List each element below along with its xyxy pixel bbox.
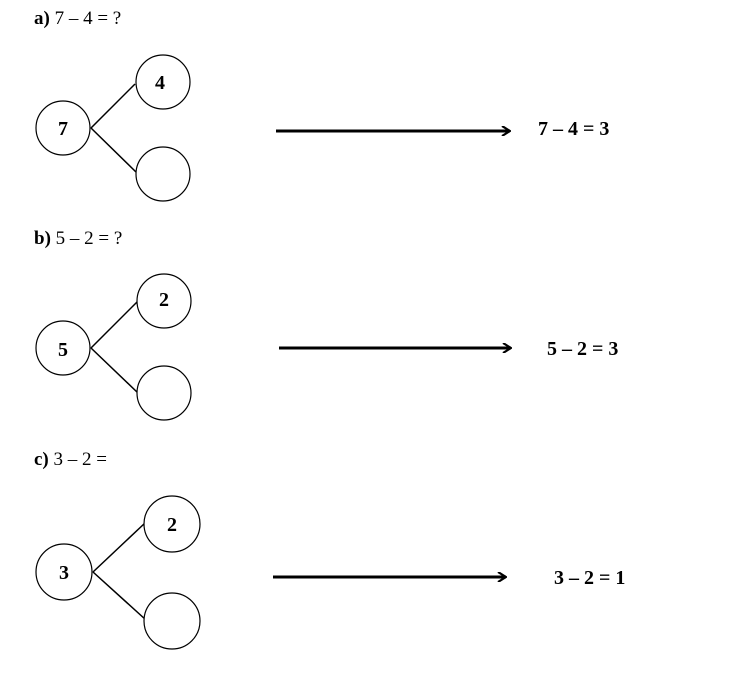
- bond-c-known-part-circle: [143, 495, 201, 553]
- bond-b-whole-value: 5: [58, 339, 68, 361]
- answer-b: 5 – 2 = 3: [547, 338, 619, 360]
- bond-b-whole-circle: [35, 320, 91, 376]
- problem-a-question: 7 – 4 = ?: [54, 8, 122, 29]
- bond-a-known-part-circle: [135, 54, 191, 110]
- number-bond-b: 5 2: [35, 273, 511, 421]
- problem-c-letter: c): [34, 449, 49, 470]
- bond-c-whole-value: 3: [59, 562, 69, 584]
- bond-c-whole-circle: [35, 543, 93, 601]
- bond-b-known-part-circle: [136, 273, 192, 329]
- problem-c-label: c) 3 – 2 =: [34, 449, 107, 471]
- bond-a-unknown-part-circle: [135, 146, 191, 202]
- problem-b-question: 5 – 2 = ?: [55, 228, 123, 249]
- number-bond-c: 3 2: [35, 495, 506, 650]
- bond-a-branch-top: [90, 83, 136, 129]
- problem-c-question: 3 – 2 =: [53, 449, 107, 470]
- bond-c-unknown-part-circle: [143, 592, 201, 650]
- bond-c-branch-top: [92, 522, 146, 573]
- problem-a-label: a) 7 – 4 = ?: [34, 8, 121, 30]
- answer-a: 7 – 4 = 3: [538, 118, 610, 140]
- bond-b-branch-top: [90, 301, 138, 349]
- bond-b-unknown-part-circle: [136, 365, 192, 421]
- bond-a-whole-value: 7: [58, 118, 68, 140]
- number-bond-a: 7 4: [35, 54, 510, 202]
- answer-c: 3 – 2 = 1: [554, 567, 626, 589]
- problem-a-letter: a): [34, 8, 50, 29]
- bond-c-known-part-value: 2: [167, 514, 177, 536]
- bond-b-branch-bottom: [90, 347, 139, 394]
- bond-a-known-part-value: 4: [155, 72, 165, 94]
- bond-c-branch-bottom: [92, 571, 147, 621]
- bond-b-known-part-value: 2: [159, 289, 169, 311]
- problem-b-letter: b): [34, 228, 51, 249]
- bond-a-branch-bottom: [90, 127, 138, 174]
- problem-b-label: b) 5 – 2 = ?: [34, 228, 122, 250]
- bond-a-whole-circle: [35, 100, 91, 156]
